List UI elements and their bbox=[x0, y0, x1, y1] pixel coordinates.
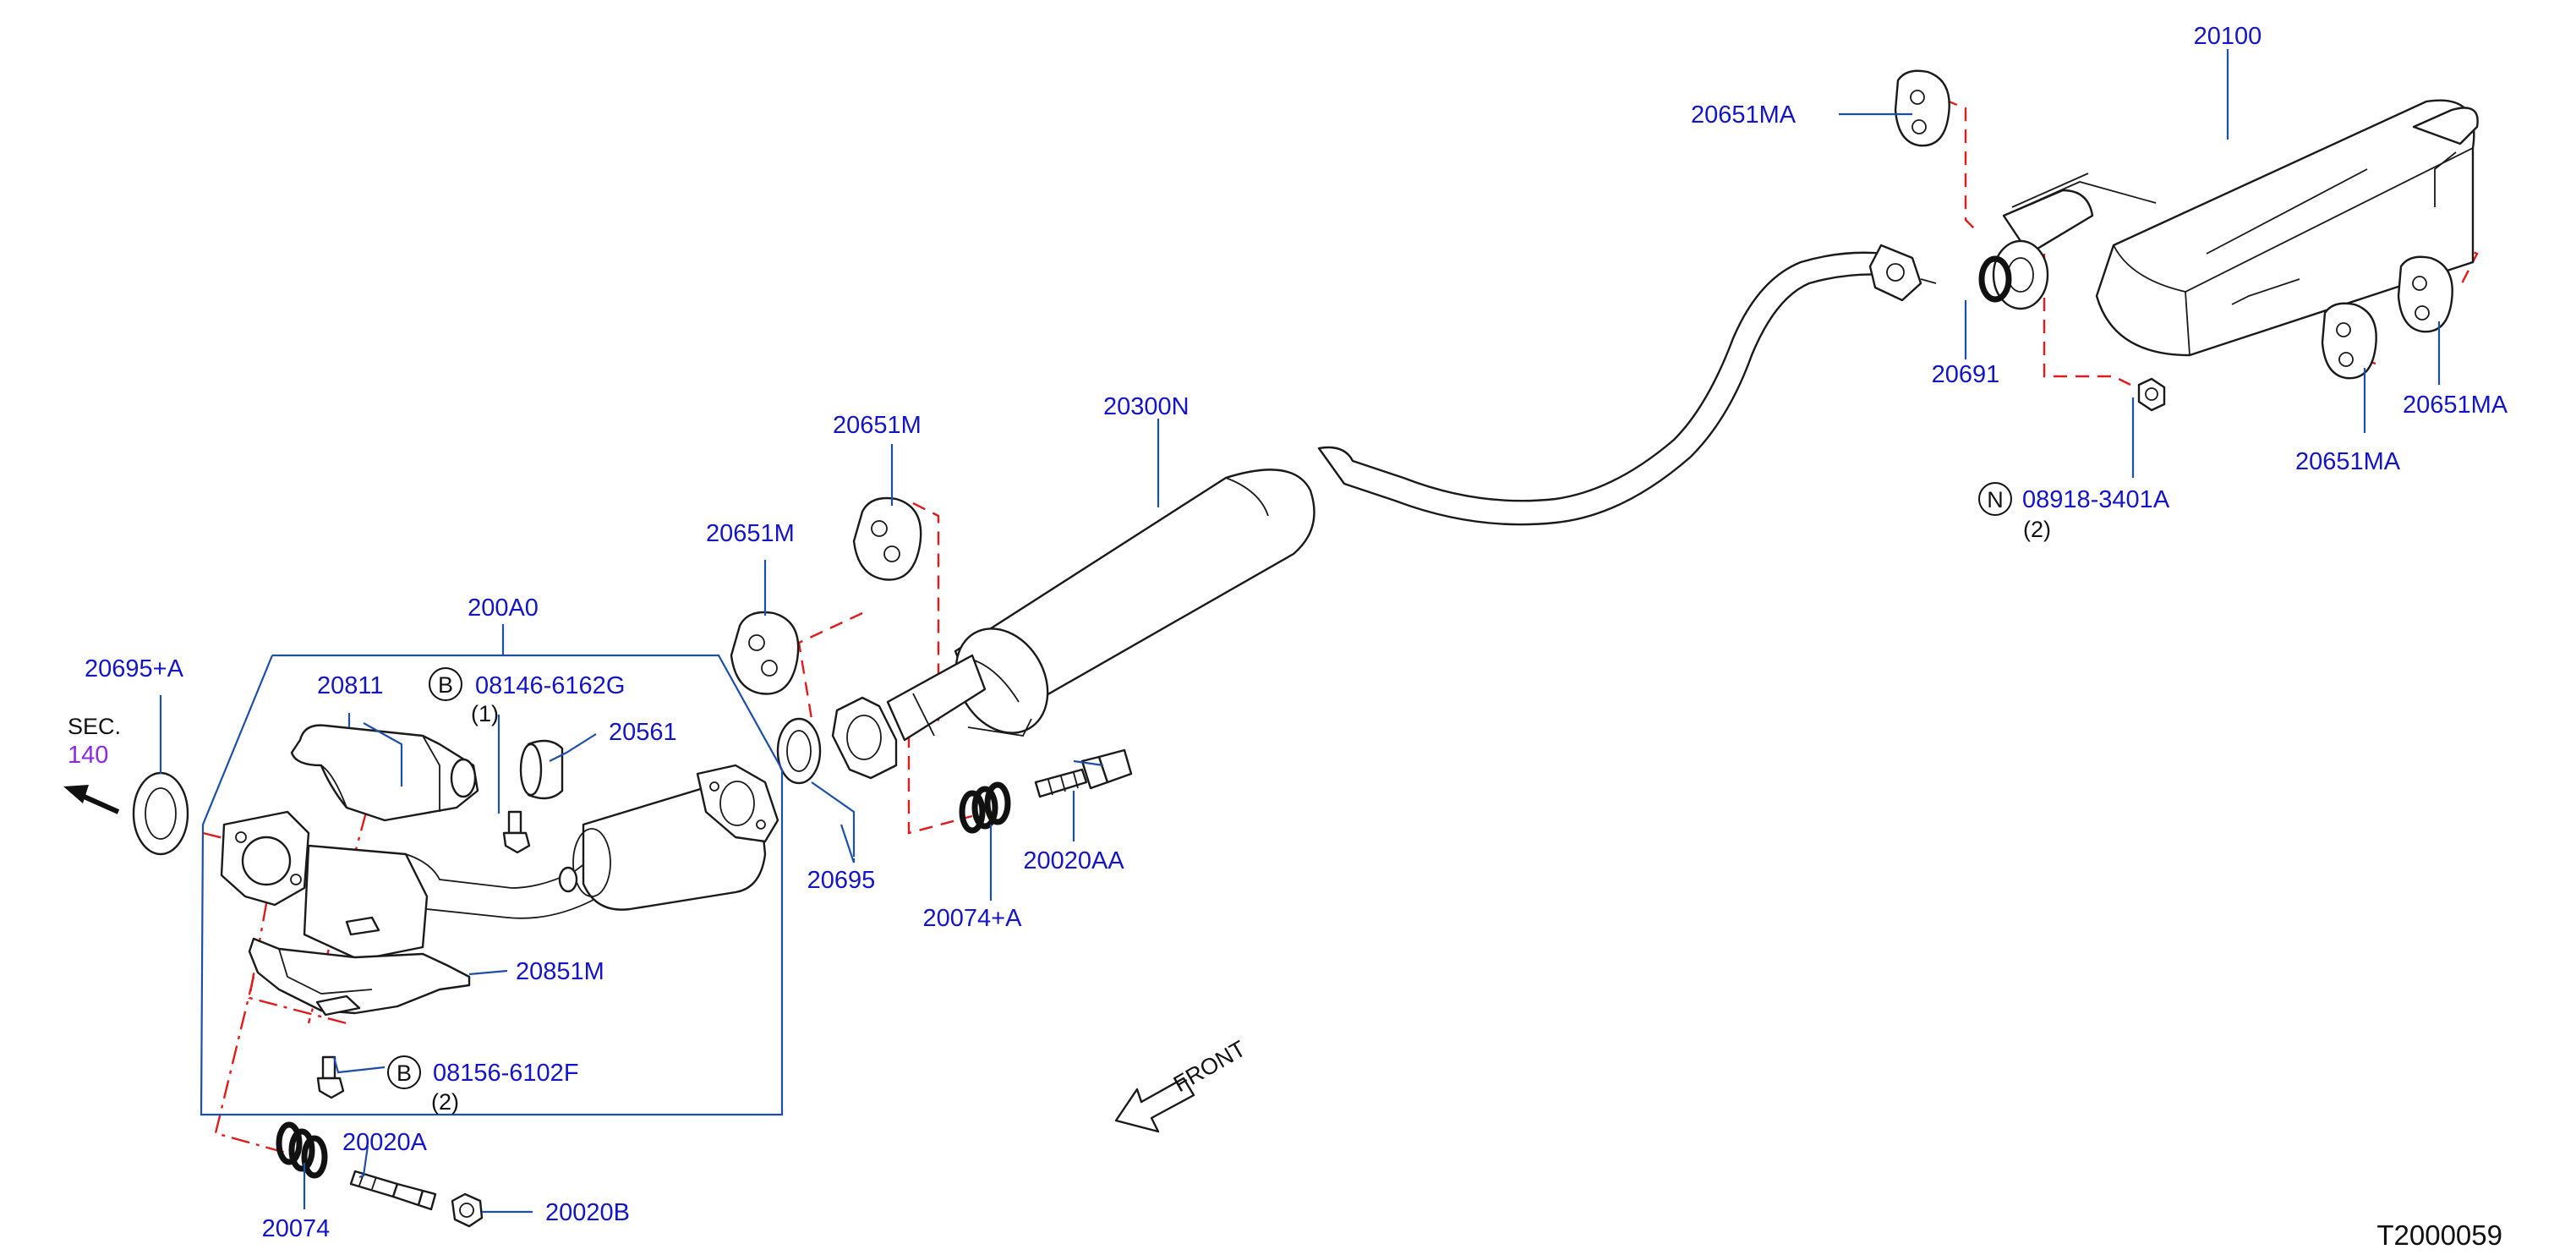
gasket-20695-part[interactable] bbox=[776, 717, 822, 785]
label-20020AA[interactable]: 20020AA bbox=[1023, 847, 1124, 874]
svg-text:B: B bbox=[438, 672, 453, 698]
label-08146-qty: (1) bbox=[471, 701, 499, 726]
label-08918-qty: (2) bbox=[2023, 517, 2051, 542]
label-20074[interactable]: 20074 bbox=[262, 1215, 331, 1242]
label-front: FRONT bbox=[1169, 1036, 1250, 1097]
rear-muffler-part[interactable] bbox=[1992, 99, 2479, 357]
label-08156[interactable]: 08156-6102F bbox=[433, 1060, 579, 1087]
label-08918[interactable]: 08918-3401A bbox=[2022, 486, 2170, 513]
heat-shield-20851M-part[interactable] bbox=[248, 916, 471, 1017]
badge-n-08918: N bbox=[1978, 482, 2012, 516]
clamp-20561-part[interactable] bbox=[519, 739, 564, 800]
front-tube-catalyst-part[interactable] bbox=[220, 764, 779, 962]
label-20100[interactable]: 20100 bbox=[2194, 23, 2262, 50]
label-20695A[interactable]: 20695+A bbox=[85, 655, 184, 682]
seal-ring-20695A-part[interactable] bbox=[132, 771, 189, 856]
label-sec: SEC. bbox=[68, 714, 121, 739]
hanger-20651MA-right[interactable] bbox=[2397, 255, 2453, 333]
hanger-20651M-upper[interactable] bbox=[852, 496, 922, 581]
label-200A0[interactable]: 200A0 bbox=[468, 595, 539, 622]
label-20651MA-right[interactable]: 20651MA bbox=[2403, 392, 2508, 419]
badge-b-08156: B bbox=[387, 1055, 421, 1089]
section-arrow-icon bbox=[63, 785, 120, 814]
part-labels: 20100 20651MA 20691 08918-3401A (2) 2065… bbox=[68, 23, 2508, 1251]
label-20691[interactable]: 20691 bbox=[1932, 361, 2000, 388]
stud-20020A-part[interactable] bbox=[349, 1170, 437, 1211]
spring-20074-part[interactable] bbox=[276, 1121, 328, 1179]
label-20561[interactable]: 20561 bbox=[609, 719, 677, 746]
badge-b-08146: B bbox=[429, 667, 462, 701]
label-20651MA-mid[interactable]: 20651MA bbox=[2295, 448, 2401, 475]
bolt-20020AA-part[interactable] bbox=[1034, 748, 1133, 798]
label-20695[interactable]: 20695 bbox=[807, 867, 876, 894]
center-pipe-part[interactable] bbox=[831, 244, 1937, 780]
label-08146[interactable]: 08146-6162G bbox=[475, 672, 625, 699]
label-20020A[interactable]: 20020A bbox=[342, 1129, 428, 1156]
label-20651MA-top[interactable]: 20651MA bbox=[1691, 101, 1797, 129]
nut-08918-part[interactable] bbox=[2137, 377, 2166, 412]
front-assembly-bracket bbox=[200, 654, 784, 1116]
leader-lines bbox=[159, 49, 2441, 1214]
front-arrow-icon bbox=[1114, 1077, 1195, 1133]
label-20651M-a[interactable]: 20651M bbox=[833, 412, 922, 439]
label-08156-qty: (2) bbox=[431, 1089, 459, 1115]
label-20074A[interactable]: 20074+A bbox=[923, 905, 1023, 932]
svg-text:B: B bbox=[397, 1060, 412, 1086]
label-20020B[interactable]: 20020B bbox=[545, 1199, 630, 1226]
label-20651M-b[interactable]: 20651M bbox=[706, 520, 795, 547]
spring-20074A-part[interactable] bbox=[959, 781, 1011, 834]
nut-20020B-part[interactable] bbox=[451, 1192, 484, 1228]
bolt-08146-part[interactable] bbox=[502, 810, 531, 854]
hanger-20651MA-top[interactable] bbox=[1894, 69, 1950, 147]
hanger-20651M-lower[interactable] bbox=[730, 611, 800, 695]
label-sec-number[interactable]: 140 bbox=[68, 742, 108, 769]
diagram-id: T2000059 bbox=[2376, 1219, 2502, 1251]
hanger-20651MA-mid[interactable] bbox=[2321, 302, 2377, 380]
label-20300N[interactable]: 20300N bbox=[1103, 393, 1190, 420]
heat-insulator-20811-part[interactable] bbox=[290, 724, 479, 822]
svg-text:N: N bbox=[1987, 487, 2004, 512]
label-20811[interactable]: 20811 bbox=[317, 672, 384, 699]
label-20851M[interactable]: 20851M bbox=[516, 958, 604, 985]
bolt-08156-part[interactable] bbox=[316, 1055, 345, 1099]
gasket-ring-20691[interactable] bbox=[1978, 255, 2012, 303]
